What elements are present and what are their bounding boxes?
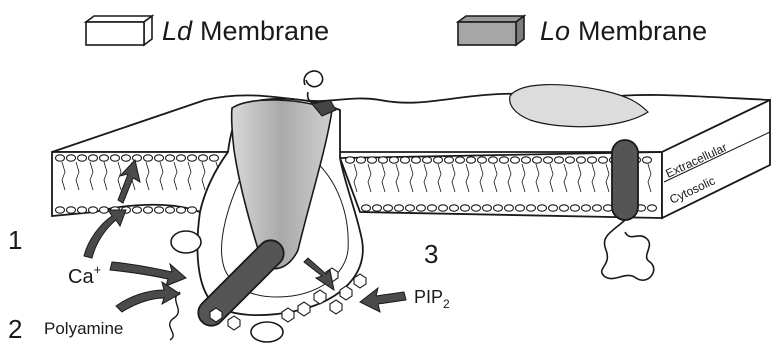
surface-raft [510, 85, 648, 127]
step-2-label: 2 [8, 314, 22, 344]
lo-legend-box-icon [458, 16, 524, 45]
protein-tail [602, 220, 654, 280]
ca-arrow-icon [110, 262, 186, 286]
step-3-label: 3 [424, 239, 438, 269]
calcium-label: Ca+ [68, 262, 101, 288]
arrow-curve-icon [84, 210, 126, 258]
vesicle-oval [171, 231, 201, 253]
polyamine-label: Polyamine [44, 319, 123, 338]
step-1-label: 1 [8, 225, 22, 255]
polyamine-arrow-icon [116, 282, 180, 312]
ld-legend-box-icon [86, 16, 152, 45]
pip2-label: PIP2 [414, 287, 450, 311]
membrane-slab [52, 85, 770, 316]
transmembrane-protein [612, 140, 638, 220]
pip2-arrow-icon [360, 288, 406, 312]
vesicle-oval [251, 322, 283, 342]
membrane-top-surface [52, 94, 770, 152]
